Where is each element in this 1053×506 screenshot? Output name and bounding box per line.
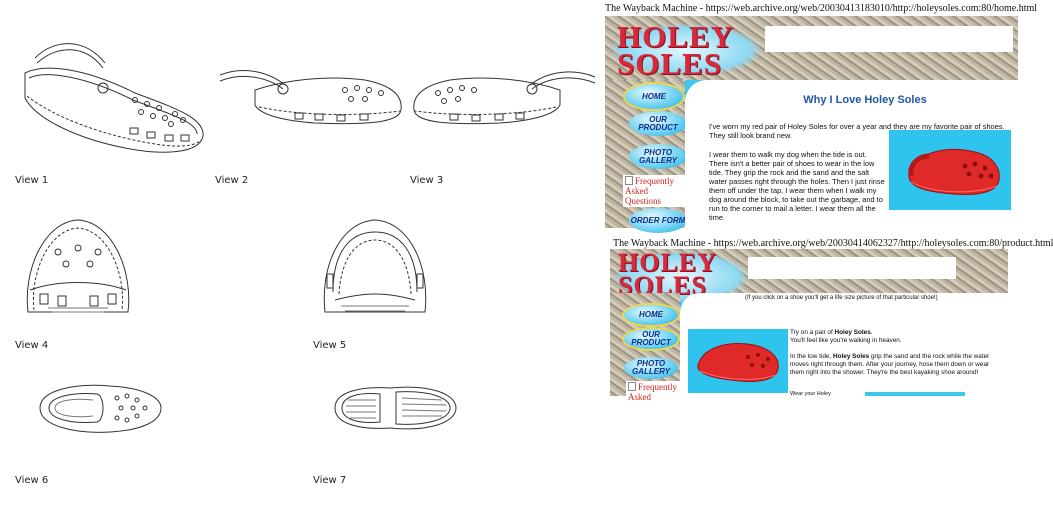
clog-view-1-drawing (24, 43, 204, 153)
header-white-bar-2 (748, 257, 956, 279)
product-paragraph-2: In the low tide, Holey Soles grip the sa… (790, 353, 990, 377)
logo-bubble (611, 24, 761, 76)
broken-image-icon-2 (628, 382, 636, 391)
view-4-label: View 4 (15, 340, 49, 351)
p2-suffix: grip the sand and the rock while the wat… (790, 353, 990, 376)
holey-soles-product-screenshot: HOLEY SOLES (If you click on a shoe you'… (610, 248, 1008, 403)
p1-line-2: You'll feel like you're walking in heave… (790, 337, 902, 344)
product-paragraph-1: Try on a pair of Holey Soles. You'll fee… (790, 329, 990, 345)
nav-photo-gallery-button[interactable]: PHOTO GALLERY (629, 144, 687, 169)
view-1-label: View 1 (15, 175, 49, 186)
broken-image-icon (625, 176, 633, 185)
red-clog-image-2 (697, 343, 779, 382)
clog-view-3-drawing (413, 71, 596, 125)
intro-paragraph: I've worn my red pair of Holey Soles for… (709, 122, 1005, 140)
header-white-bar (765, 26, 1013, 52)
nav-faq-link-2[interactable]: Frequently Asked (626, 381, 682, 403)
wayback-caption-2: The Wayback Machine - https://web.archiv… (613, 238, 1053, 249)
clog-view-6-drawing (39, 384, 162, 433)
nav-photo-gallery-button-2[interactable]: PHOTO GALLERY (624, 357, 678, 379)
clog-view-4-drawing (26, 219, 130, 313)
nav-order-form-button[interactable]: ORDER FORM (629, 208, 687, 233)
view-3-label: View 3 (410, 175, 444, 186)
nav-faq-text-2: Frequently Asked (628, 382, 677, 402)
nav-faq-link[interactable]: Frequently Asked Questions (623, 175, 687, 207)
p1-prefix: Try on a pair of (790, 329, 835, 336)
view-2-label: View 2 (215, 175, 249, 186)
logo-line-1: HOLEY (617, 19, 734, 54)
logo-line-1-b: HOLEY (618, 248, 717, 277)
p1-brand: Holey Soles (834, 329, 871, 336)
p1-suffix: . (870, 329, 873, 336)
logo-line-2: SOLES (617, 46, 722, 81)
body-paragraph: I wear them to walk my dog when the tide… (709, 150, 885, 222)
red-clog-image (908, 149, 1000, 195)
nav-our-product-button-2[interactable]: OUR PRODUCT (624, 329, 678, 349)
holey-soles-home-screenshot: HOLEY SOLES HOME OUR PRODUCT PHOTO GALLE… (605, 16, 1018, 233)
view-5-label: View 5 (313, 340, 347, 351)
view-6-label: View 6 (15, 475, 49, 486)
nav-home-button-2[interactable]: HOME (624, 305, 678, 325)
product-paragraph-3: Wear your Holey (790, 391, 831, 397)
click-shoe-note: (If you click on a shoe you'll get a lif… (745, 295, 938, 301)
wayback-caption-1: The Wayback Machine - https://web.archiv… (605, 3, 1038, 14)
clog-view-7-drawing (334, 386, 457, 430)
nav-our-product-button[interactable]: OUR PRODUCT (629, 111, 687, 136)
p2-brand: Holey Soles (832, 353, 870, 360)
nav-home-button[interactable]: HOME (625, 84, 683, 109)
view-7-label: View 7 (313, 475, 347, 486)
clog-view-2-drawing (219, 69, 402, 125)
clog-view-5-drawing (323, 219, 427, 313)
p2-prefix: In the low tide, (790, 353, 833, 360)
nav-faq-text: Frequently Asked Questions (625, 176, 674, 206)
red-clog-photo-2[interactable] (688, 329, 788, 393)
page-heading: Why I Love Holey Soles (803, 94, 927, 106)
red-clog-photo[interactable] (889, 130, 1011, 210)
bottom-cyan-strip (865, 392, 965, 396)
